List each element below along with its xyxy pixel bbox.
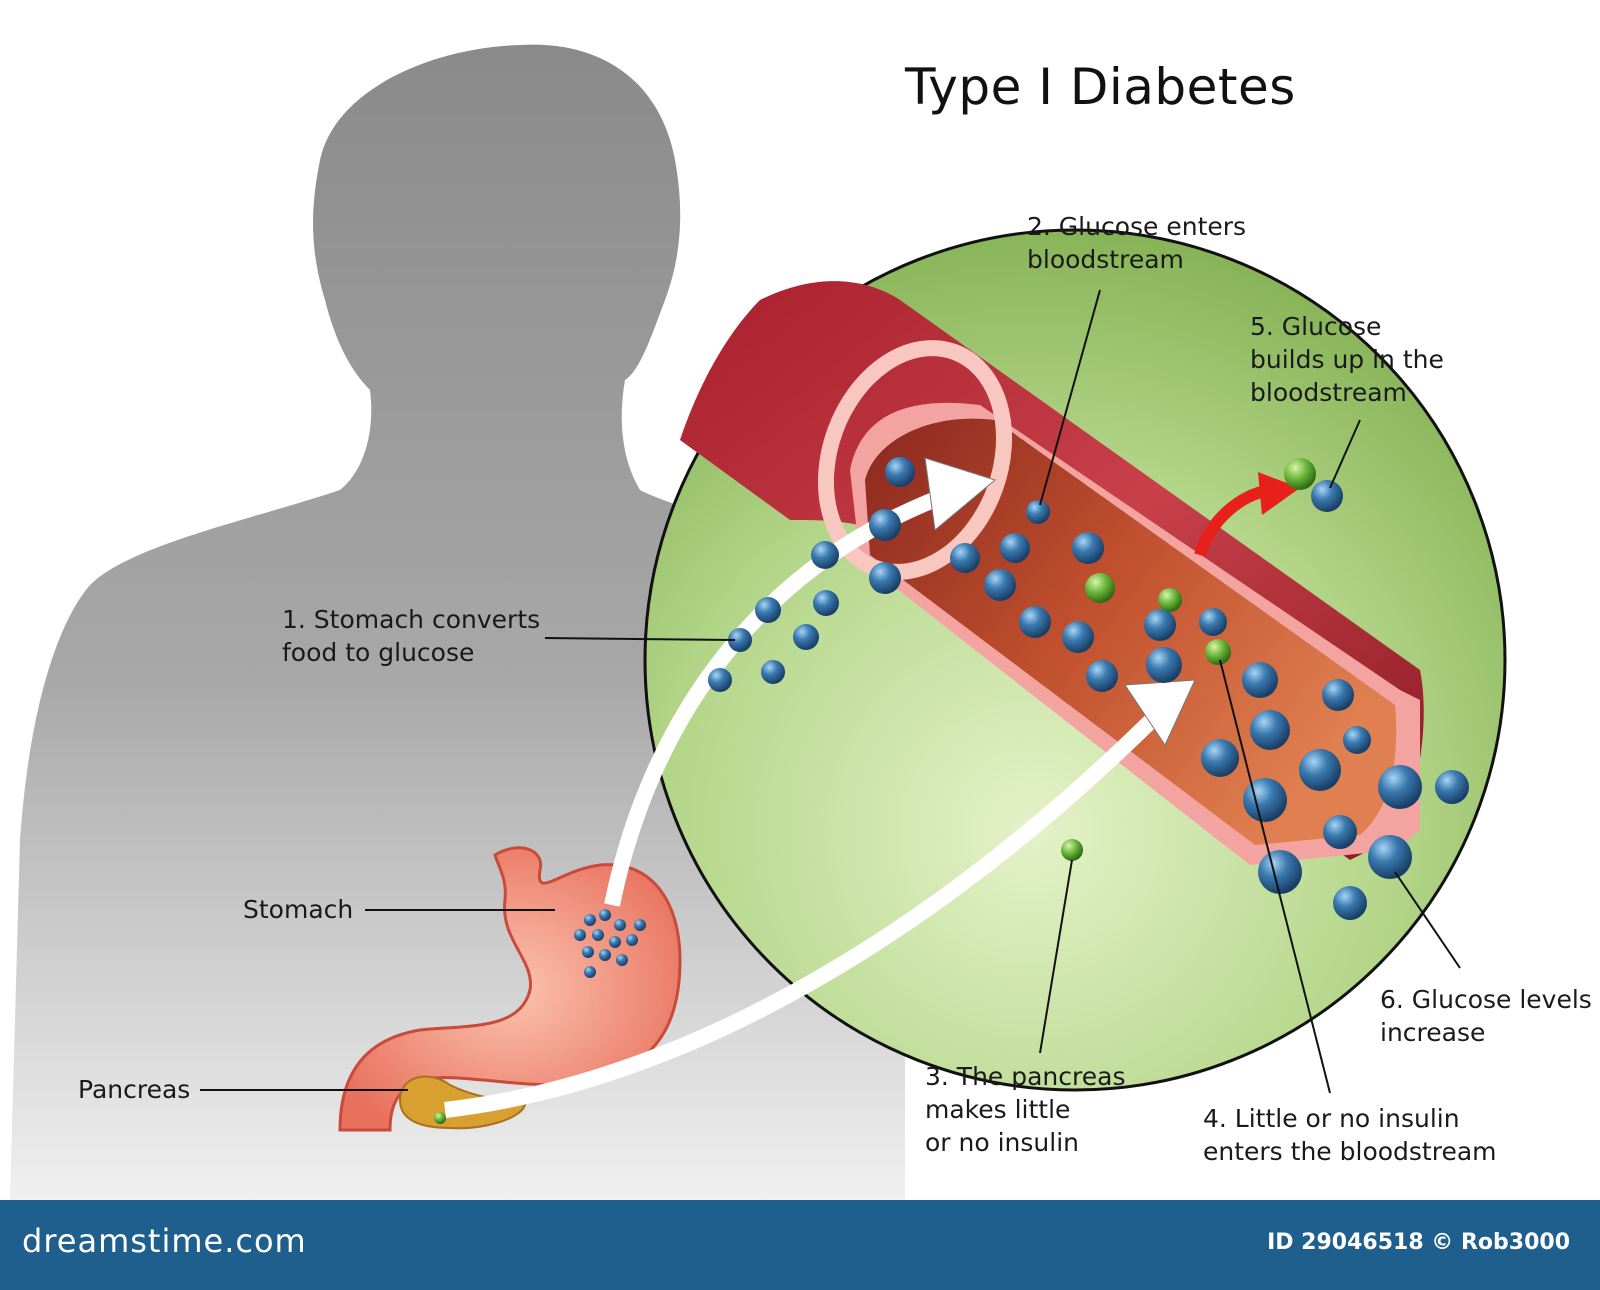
diagram-svg — [10, 44, 1507, 1200]
label-step5: 5. Glucose builds up in the bloodstream — [1250, 312, 1444, 407]
footer-bar: dreamstime.com ID 29046518 © Rob3000 — [0, 1200, 1600, 1290]
label-step4: 4. Little or no insulin enters the blood… — [1203, 1104, 1497, 1166]
footer-brand[interactable]: dreamstime.com — [22, 1222, 307, 1260]
human-silhouette — [10, 44, 905, 1200]
label-step1: 1. Stomach converts food to glucose — [282, 605, 541, 667]
pancreas-insulin — [434, 1112, 446, 1124]
leader-lines — [200, 289, 1461, 1094]
label-pancreas: Pancreas — [78, 1075, 191, 1104]
insulin-molecules — [1061, 458, 1316, 861]
stomach-glucose-cluster — [574, 909, 646, 978]
arrow-stomach-to-vessel-head — [924, 457, 997, 531]
label-step2: 2. Glucose enters bloodstream — [1027, 212, 1247, 274]
footer-image-id: ID 29046518 © Rob3000 — [1267, 1230, 1570, 1255]
glucose-molecules — [708, 457, 1469, 920]
red-arrow-head — [1258, 472, 1300, 515]
label-step6: 6. Glucose levels increase — [1380, 985, 1592, 1047]
arrow-pancreas-to-vessel — [444, 706, 1166, 1118]
label-stomach: Stomach — [243, 895, 354, 924]
diagram-title: Type I Diabetes — [905, 58, 1296, 116]
label-step3: 3. The pancreas makes little or no insul… — [925, 1062, 1126, 1157]
